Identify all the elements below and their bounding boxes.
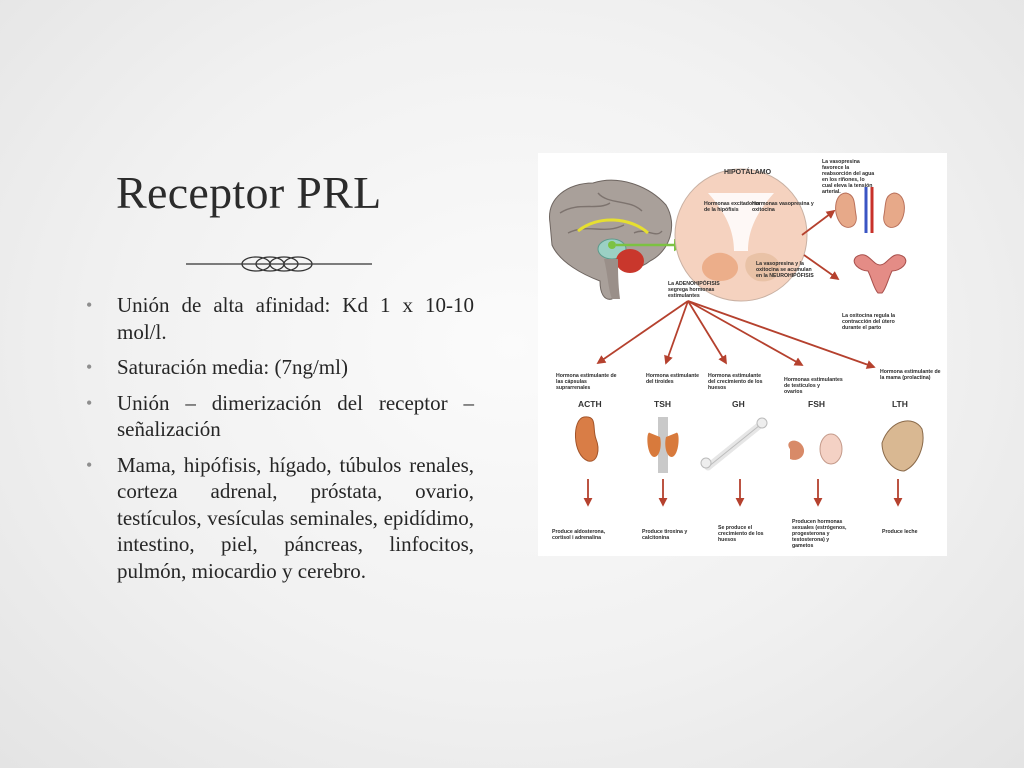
bullet-list: • Unión de alta afinidad: Kd 1 x 10-10 mo… <box>86 292 474 593</box>
hormone-code: TSH <box>654 399 671 409</box>
bullet-item: • Mama, hipófisis, hígado, túbulos renale… <box>86 452 474 585</box>
bullet-item: • Unión – dimerización del receptor – señ… <box>86 390 474 443</box>
uterus-icon <box>853 254 907 294</box>
title-ornament <box>186 256 372 272</box>
gonads-icon <box>788 433 843 465</box>
hormone-code: LTH <box>892 399 908 409</box>
bullet-dot-icon: • <box>86 392 93 413</box>
bullet-dot-icon: • <box>86 454 93 475</box>
bullet-text: Saturación media: (7ng/ml) <box>117 355 348 379</box>
hormone-effect: Produce leche <box>882 529 918 535</box>
thyroid-icon <box>647 417 679 473</box>
bone-icon <box>700 417 768 471</box>
hypothalamus-closeup <box>674 168 808 302</box>
adrenal-gland-icon <box>574 416 599 462</box>
bullet-item: • Unión de alta afinidad: Kd 1 x 10-10 mo… <box>86 292 474 345</box>
hormone-code: GH <box>732 399 745 409</box>
hormone-code: FSH <box>808 399 825 409</box>
hormone-code: ACTH <box>578 399 602 409</box>
bullet-text: Unión – dimerización del receptor – seña… <box>117 390 474 442</box>
kidney-icon <box>835 187 905 233</box>
slide-title: Receptor PRL <box>116 167 382 218</box>
bullet-dot-icon: • <box>86 357 93 377</box>
bullet-item: • Saturación media: (7ng/ml) <box>86 354 474 381</box>
hormone-arrows <box>596 300 876 369</box>
bullet-dot-icon: • <box>86 295 93 315</box>
bullet-text: Unión de alta afinidad: Kd 1 x 10-10 mol… <box>117 293 474 344</box>
brain-icon <box>549 179 687 300</box>
bullet-text: Mama, hipófisis, hígado, túbulos renales… <box>117 452 474 583</box>
breast-icon <box>881 420 924 472</box>
hormone-effect: Produce aldosterona,cortisol i adrenalin… <box>552 529 606 541</box>
hypothalamus-label: HIPOTÁLAMO <box>724 167 772 176</box>
